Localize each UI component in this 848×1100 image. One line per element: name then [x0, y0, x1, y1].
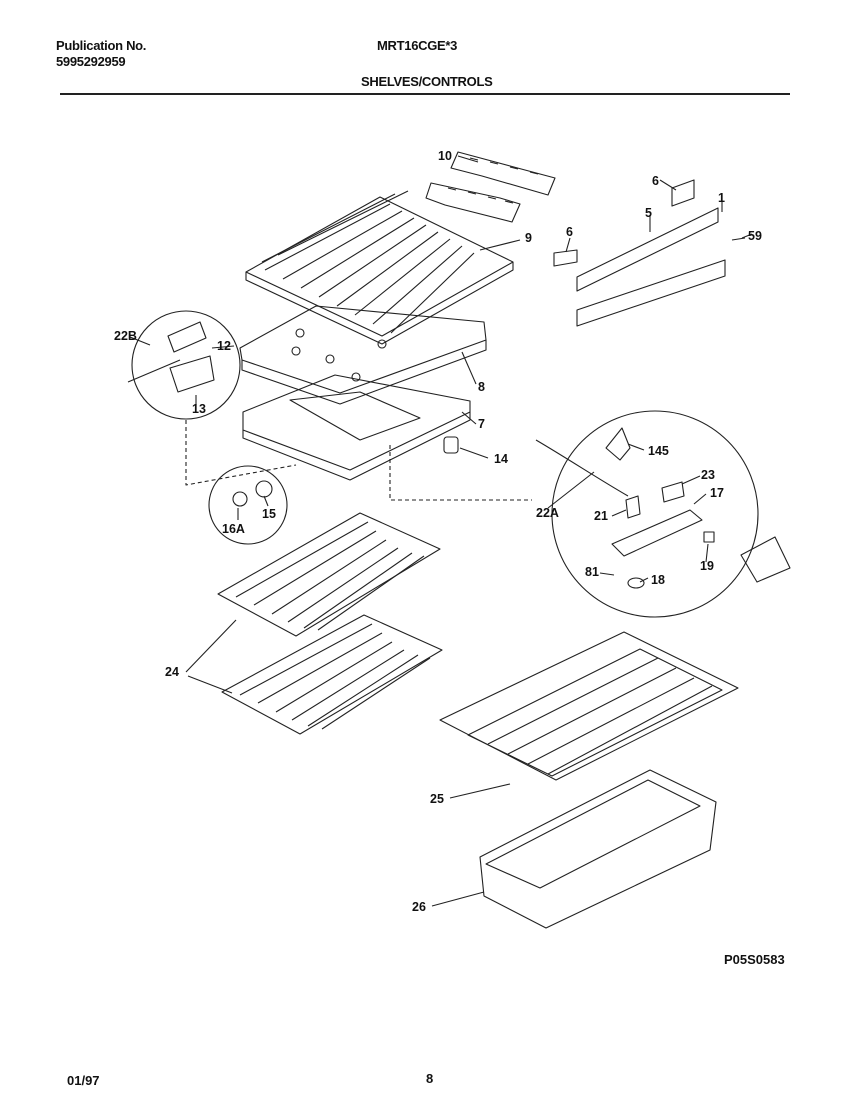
callout-23: 23 [701, 468, 715, 482]
footer-date: 01/97 [67, 1073, 100, 1088]
callout-14: 14 [494, 452, 508, 466]
callout-7: 7 [478, 417, 485, 431]
callout-21: 21 [594, 509, 608, 523]
crisper-drawer-part-26 [479, 769, 717, 929]
callout-6b: 6 [566, 225, 573, 239]
dashed-leader [389, 445, 532, 501]
header-rule [60, 93, 790, 95]
section-title: SHELVES/CONTROLS [361, 74, 493, 89]
callout-17: 17 [710, 486, 724, 500]
callout-145: 145 [648, 444, 669, 458]
publication-label: Publication No. [56, 38, 147, 53]
callout-10: 10 [438, 149, 452, 163]
callout-81: 81 [585, 565, 599, 579]
callout-18: 18 [651, 573, 665, 587]
callout-22a: 22A [536, 506, 559, 520]
detail-circle-22b [127, 310, 297, 486]
divider-part-8 [239, 305, 487, 405]
publication-number: 5995292959 [56, 54, 126, 69]
callout-6a: 6 [652, 174, 659, 188]
callout-26: 26 [412, 900, 426, 914]
callout-16a: 16A [222, 522, 245, 536]
freezer-shelf-part-9 [245, 190, 514, 345]
callout-19: 19 [700, 559, 714, 573]
callout-5: 5 [645, 206, 652, 220]
control-detail-circle [535, 410, 791, 618]
callout-12: 12 [217, 339, 231, 353]
crisper-cover-part-25 [439, 631, 739, 781]
model-number: MRT16CGE*3 [377, 38, 458, 53]
light-detail-circle [208, 465, 288, 545]
freezer-floor-part-7 [242, 374, 471, 481]
callout-13: 13 [192, 402, 206, 416]
control-bracket-part-5 [553, 179, 746, 327]
ice-tray-part-10 [425, 151, 556, 223]
callout-59: 59 [748, 229, 762, 243]
callout-15: 15 [262, 507, 276, 521]
callout-9: 9 [525, 231, 532, 245]
page-number: 8 [426, 1071, 434, 1086]
figure-code: P05S0583 [724, 952, 785, 967]
callout-1: 1 [718, 191, 725, 205]
callout-22b: 22B [114, 329, 137, 343]
wire-shelf-part-24 [217, 512, 443, 735]
callout-8: 8 [478, 380, 485, 394]
knob-part-14 [443, 436, 459, 454]
callout-24: 24 [165, 665, 179, 679]
leader-lines [129, 155, 753, 907]
callout-25: 25 [430, 792, 444, 806]
